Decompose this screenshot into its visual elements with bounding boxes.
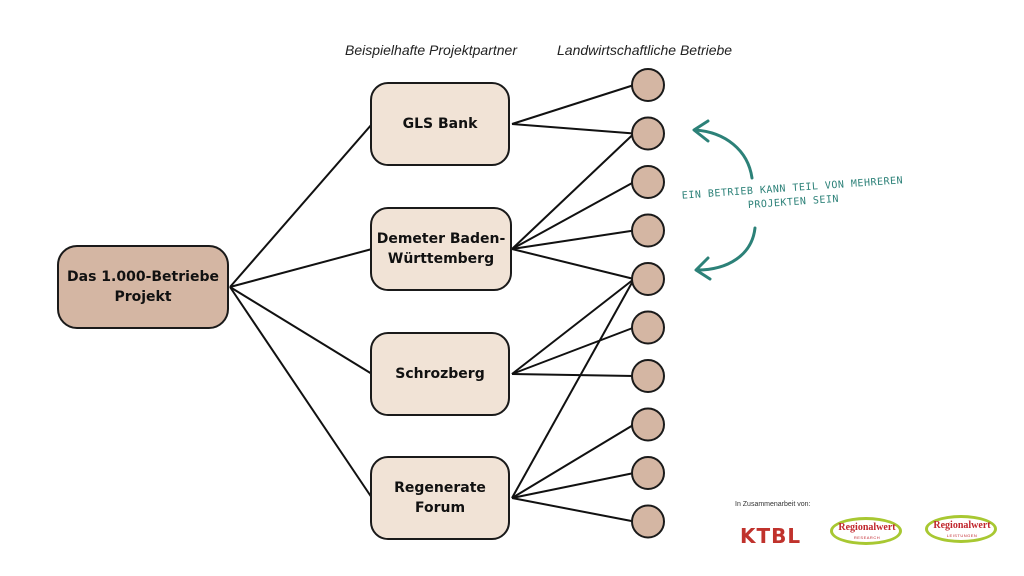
ktbl-logo: KTBL [740,524,801,548]
edge-demeter-farm-3 [511,181,635,250]
root-project-box: Das 1.000-Betriebe Projekt [57,245,229,329]
arrow-up-head [692,119,710,143]
edge-demeter-farm-5 [511,248,635,280]
edge-root-gls [229,123,373,288]
edge-regenerate-farm-8 [511,423,635,499]
farm-node-10 [631,504,665,539]
farm-node-8 [631,407,665,442]
ktbl-logo-text: KTBL [740,524,802,548]
edge-regenerate-farm-9 [511,472,635,499]
regionalwert-leistungen-logo: Regionalwert LEISTUNGEN [925,512,999,546]
logo-sub: RESEARCH [853,535,881,540]
partner-box-demeter: Demeter Baden-Württemberg [370,207,512,291]
edge-gls-farm-2 [511,123,635,135]
edge-regenerate-farm-10 [511,497,635,523]
note-arrows [692,119,757,281]
farm-node-1 [631,68,665,102]
partner-label-schrozberg: Schrozberg [395,366,485,382]
logo-sub: LEISTUNGEN [946,533,978,538]
edge-root-schrozberg [229,286,373,375]
partner-label-regenerate: Regenerate Forum [394,480,486,516]
partner-box-regenerate: Regenerate Forum [370,456,510,540]
logo-name: Regionalwert [838,522,896,533]
arrow-up-curve [693,128,754,180]
arrow-down-curve [695,226,757,272]
root-project-label: Das 1.000-Betriebe Projekt [67,269,219,305]
edge-gls-farm-1 [511,84,635,125]
farm-node-4 [631,213,665,248]
edge-demeter-farm-4 [511,229,635,250]
logo-name: Regionalwert [933,520,991,531]
logo-ring [925,515,997,543]
partner-box-gls: GLS Bank [370,82,510,166]
partner-box-schrozberg: Schrozberg [370,332,510,416]
edge-regenerate-farm-5 [511,278,635,499]
farm-node-7 [631,359,665,393]
farms-column-header: Landwirtschaftliche Betriebe [557,42,733,58]
edge-schrozberg-farm-6 [511,326,635,375]
partner-label-gls: GLS Bank [402,116,478,132]
partners-column-header: Beispielhafte Projektpartner [345,42,517,58]
arrow-down-head [694,256,712,281]
farm-node-9 [631,456,665,490]
regionalwert-research-logo: Regionalwert RESEARCH [830,514,904,548]
edge-root-regenerate [229,286,373,499]
farm-node-3 [631,165,665,199]
logo-ring [830,517,902,545]
credits-label: In Zusammenarbeit von: [735,501,811,508]
edge-demeter-farm-2 [511,132,635,250]
edge-schrozberg-farm-5 [511,278,635,375]
farm-node-2 [631,116,665,151]
farm-nodes [631,68,665,539]
farm-node-5 [631,262,665,296]
partner-label-demeter: Demeter Baden-Württemberg [376,231,506,267]
farm-node-6 [631,310,665,345]
edge-root-demeter [229,248,373,288]
connection-lines [229,84,635,523]
edge-schrozberg-farm-7 [511,373,635,377]
